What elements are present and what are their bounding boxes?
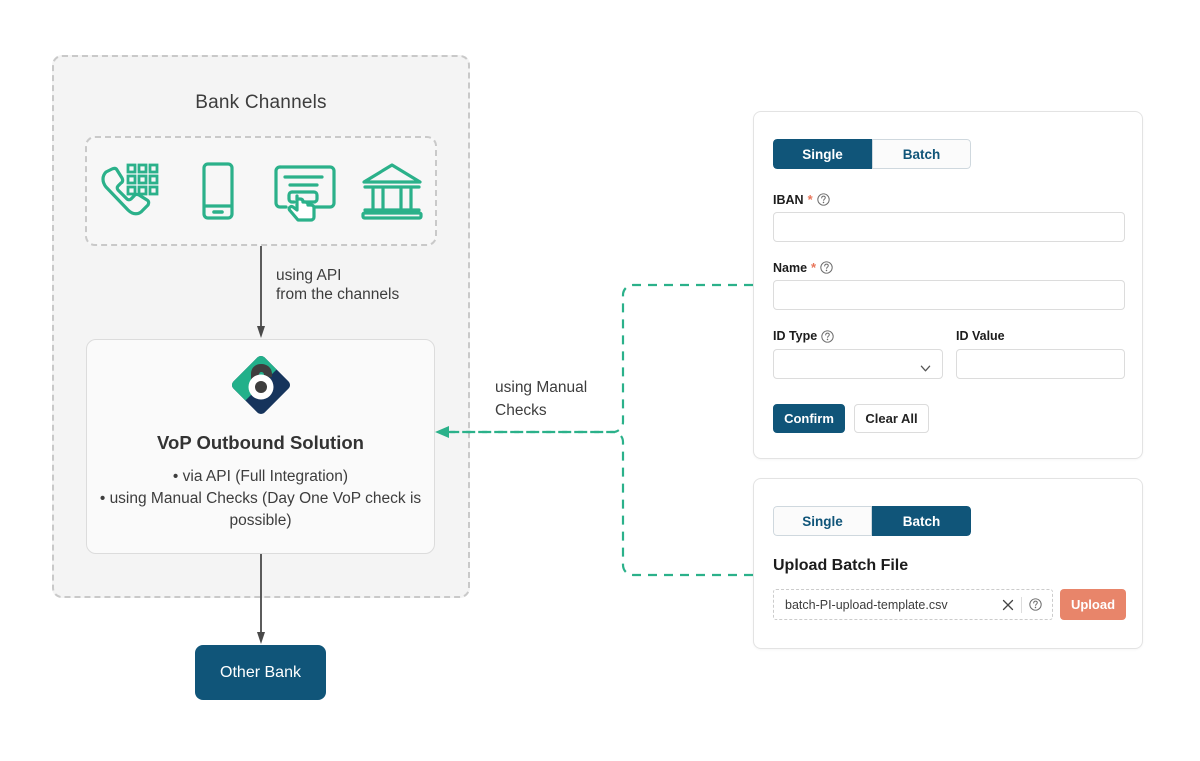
batch-panel-tabs: Single Batch [773,506,971,536]
help-icon[interactable] [816,193,830,206]
vop-bullet-text: using Manual Checks (Day One VoP check i… [109,490,422,529]
vop-solution-bullets: • via API (Full Integration) • using Man… [97,466,424,532]
divider [1021,596,1022,613]
help-icon[interactable] [821,329,834,343]
batch-upload-panel: Single Batch Upload Batch File batch-PI-… [753,478,1143,649]
close-icon[interactable] [1001,598,1015,612]
tab-batch[interactable]: Batch [872,506,971,536]
api-connector-label-line2: from the channels [276,286,400,303]
phone-keypad-icon [98,160,164,222]
manual-checks-connector-label: using Manual Checks [495,376,587,422]
manual-label-line1: using Manual [495,379,588,396]
id-type-label-text: ID Type [773,329,818,343]
vop-outbound-solution-box: VoP Outbound Solution • via API (Full In… [86,339,435,554]
name-label-text: Name [773,260,808,275]
single-panel-tabs: Single Batch [773,139,971,169]
batch-file-name: batch-PI-upload-template.csv [785,597,948,612]
required-asterisk: * [811,260,817,275]
required-asterisk: * [807,192,813,207]
api-flow-arrow [257,246,265,338]
tab-batch[interactable]: Batch [872,139,971,169]
vop-bullet-item: • via API (Full Integration) [97,466,424,488]
id-value-label: ID Value [956,329,1005,343]
bullet-dot: • [99,490,110,507]
bank-channels-icon-group [85,136,437,246]
api-connector-label-line1: using API [276,267,342,284]
id-value-input[interactable] [956,349,1125,379]
tab-single[interactable]: Single [773,139,872,169]
bullet-dot: • [172,468,183,485]
batch-file-field[interactable]: batch-PI-upload-template.csv [773,589,1053,620]
id-value-label-text: ID Value [956,329,1005,343]
name-input[interactable] [773,280,1125,310]
vop-bullet-item: • using Manual Checks (Day One VoP check… [97,488,424,532]
name-label: Name * [773,260,833,275]
upload-button[interactable]: Upload [1060,589,1126,620]
iban-label-text: IBAN [773,192,804,207]
bank-channels-title: Bank Channels [195,92,327,113]
bank-building-icon [359,160,425,222]
vop-diamond-logo-icon [231,355,290,415]
other-bank-flow-arrow [257,554,265,644]
manual-label-line2: Checks [495,402,547,419]
single-check-panel: Single Batch IBAN * Name * ID Type [753,111,1143,459]
online-form-click-icon [272,160,338,222]
api-connector-label: using API from the channels [276,266,399,304]
iban-input[interactable] [773,212,1125,242]
iban-label: IBAN * [773,192,830,207]
id-type-select[interactable] [773,349,943,379]
tab-single[interactable]: Single [773,506,872,536]
id-type-label: ID Type [773,329,834,343]
clear-all-button[interactable]: Clear All [854,404,929,433]
vop-solution-title: VoP Outbound Solution [157,432,364,453]
smartphone-icon [185,160,251,222]
help-icon[interactable] [820,261,833,274]
upload-batch-file-title: Upload Batch File [773,557,909,574]
confirm-button[interactable]: Confirm [773,404,845,433]
vop-bullet-text: via API (Full Integration) [182,468,349,485]
help-icon[interactable] [1029,598,1042,611]
other-bank-node: Other Bank [195,645,326,700]
